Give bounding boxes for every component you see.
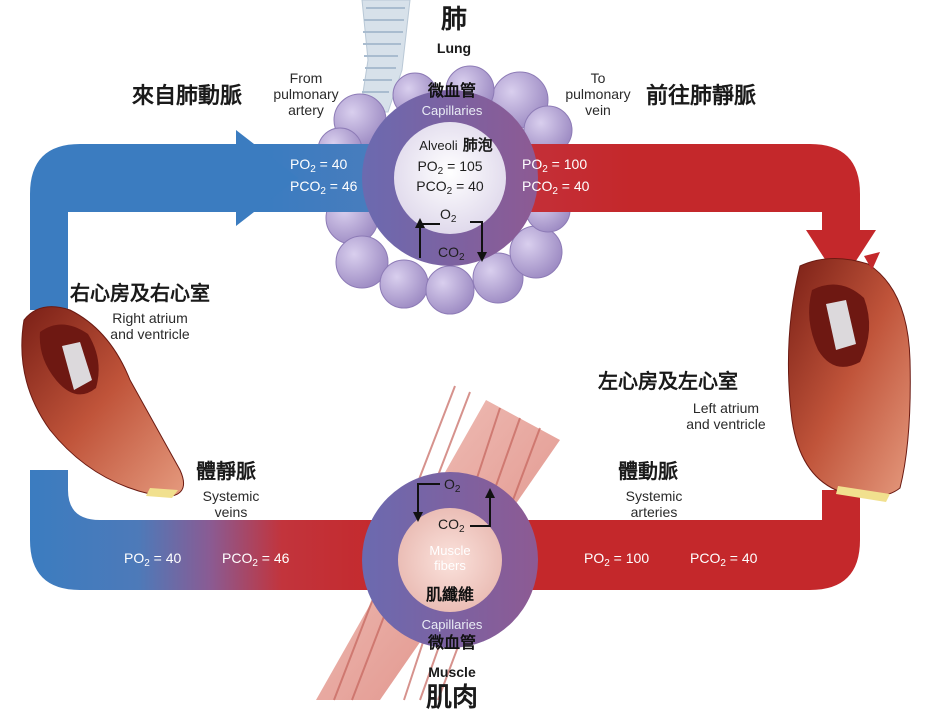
venous-loop-lower xyxy=(30,470,390,590)
bottom-right-pco2: PCO2 = 40 xyxy=(690,550,758,569)
inflow-arrow xyxy=(236,130,298,226)
bottom-left-po2: PO2 = 40 xyxy=(124,550,182,569)
systemic-arteries-zh: 體動脈 xyxy=(618,459,678,483)
muscle-fibers-zh: 肌纖維 xyxy=(425,585,475,604)
trachea xyxy=(359,0,411,113)
capillaries-bottom-zh: 微血管 xyxy=(427,633,477,652)
alveoli-zh: 肺泡 xyxy=(462,136,493,154)
left-heart-illustration xyxy=(787,252,911,502)
arterial-loop xyxy=(630,144,860,230)
co2-up-arrow-icon xyxy=(485,488,495,498)
arterial-loop-lower xyxy=(520,490,860,590)
top-left-pco2: PCO2 = 46 xyxy=(290,178,358,197)
top-right-po2: PO2 = 100 xyxy=(522,156,588,175)
bottom-left-pco2: PCO2 = 46 xyxy=(222,550,290,569)
alveoli-po2: PO2 = 105 xyxy=(417,158,483,177)
muscle-title-zh: 肌肉 xyxy=(425,683,479,713)
alveoli-pco2: PCO2 = 40 xyxy=(416,178,484,197)
systemic-veins-zh: 體靜脈 xyxy=(196,459,256,483)
top-left-po2: PO2 = 40 xyxy=(290,156,348,175)
capillaries-top-zh: 微血管 xyxy=(427,81,477,100)
muscle-title-en: Muscle xyxy=(428,664,476,680)
left-heart-zh: 左心房及左心室 xyxy=(598,369,738,393)
lung-o2-label: O2 xyxy=(440,206,457,225)
muscle-exchange-arrows xyxy=(417,483,491,527)
o2-down-arrow-icon xyxy=(413,512,423,522)
alveoli-en: Alveoli xyxy=(419,138,458,153)
capillaries-bottom-en: Capillaries xyxy=(421,617,483,632)
bottom-right-po2: PO2 = 100 xyxy=(584,550,650,569)
to-vein-zh: 前往肺靜脈 xyxy=(646,84,757,109)
co2-arrow-head-icon xyxy=(477,252,487,262)
lung-title-zh: 肺 xyxy=(440,5,468,35)
top-right-pco2: PCO2 = 40 xyxy=(522,178,590,197)
right-heart-illustration xyxy=(21,306,185,498)
alveolus-core xyxy=(394,122,506,234)
right-heart-zh: 右心房及右心室 xyxy=(70,281,210,305)
o2-arrow-head-icon xyxy=(415,218,425,228)
capillaries-top-en: Capillaries xyxy=(421,103,483,118)
venous-loop xyxy=(30,144,270,310)
muscle-co2-label: CO2 xyxy=(438,516,465,535)
from-artery-zh: 來自肺動脈 xyxy=(132,84,243,109)
muscle-fiber-core xyxy=(398,508,502,612)
muscle-o2-label: O2 xyxy=(444,476,461,495)
downflow-arrow xyxy=(806,230,876,284)
alveoli-label: Alveoli 肺泡 xyxy=(419,136,492,154)
lung-title-en: Lung xyxy=(436,40,472,56)
lung-co2-label: CO2 xyxy=(438,244,465,263)
